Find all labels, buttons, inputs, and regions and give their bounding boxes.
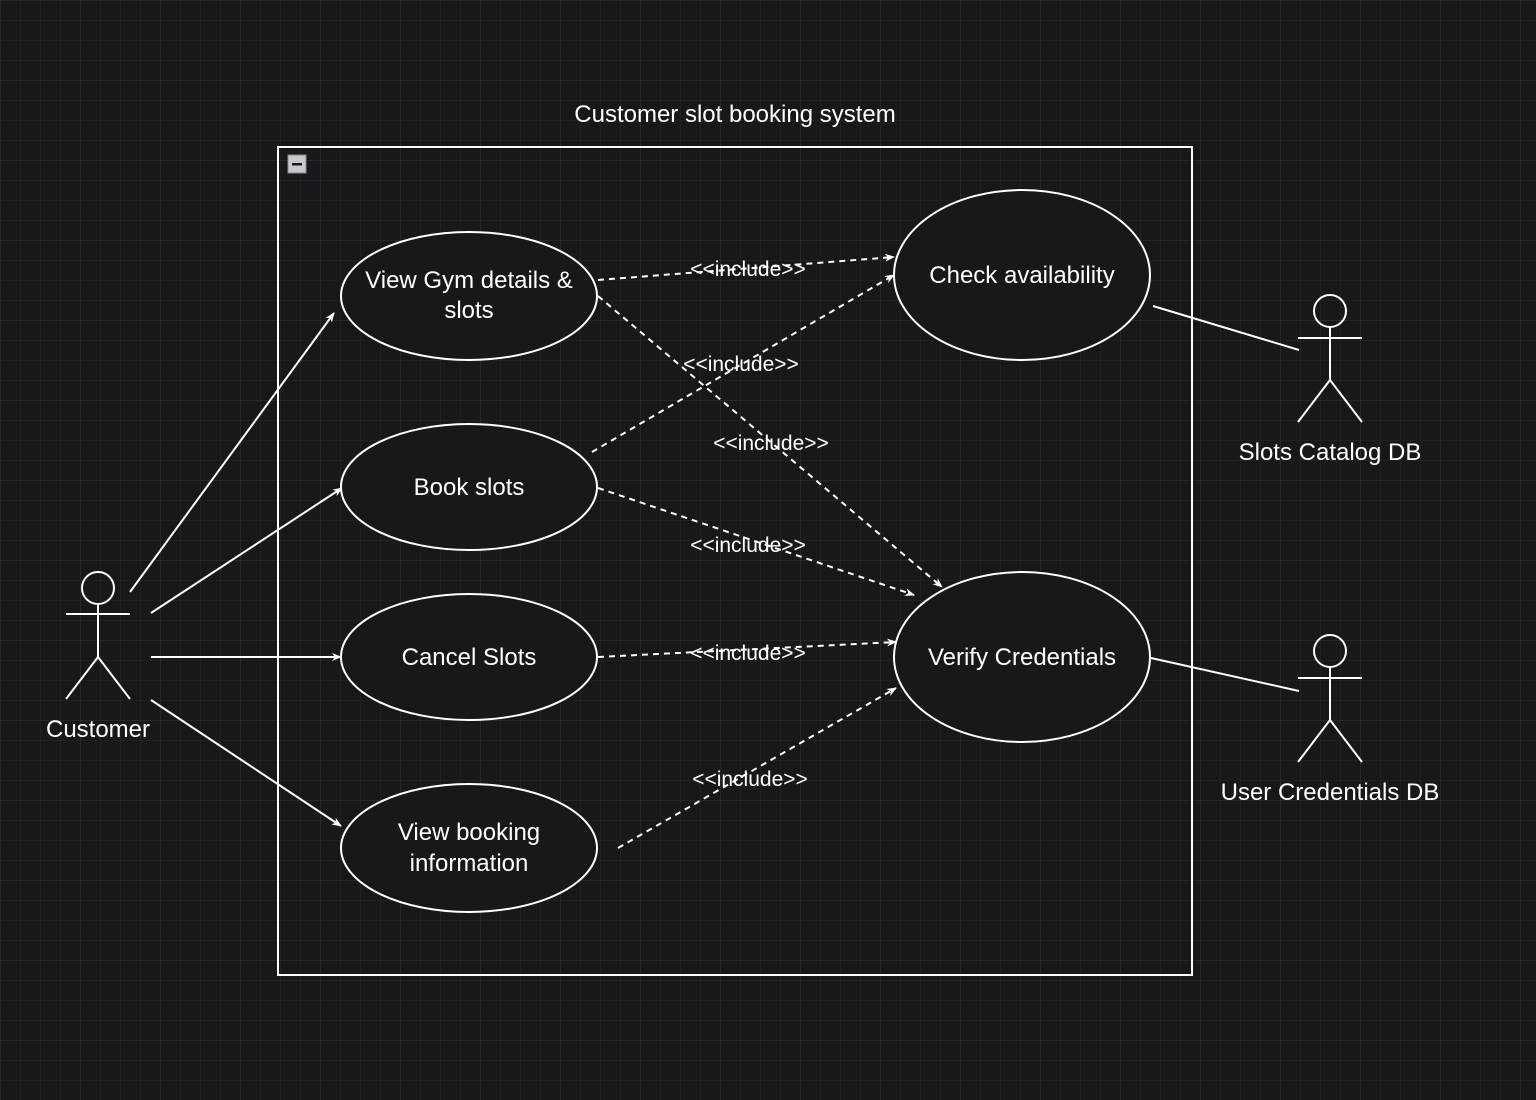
include-label: <<include>>	[690, 534, 806, 557]
include-label: <<include>>	[690, 258, 806, 281]
use-case-label: View booking	[398, 819, 540, 846]
use-case-label: Cancel Slots	[402, 644, 537, 671]
use-case-cancel-slots[interactable]: Cancel Slots	[340, 593, 598, 721]
use-case-view-gym-details[interactable]: View Gym details & slots	[340, 231, 598, 361]
use-case-label: Verify Credentials	[928, 644, 1116, 671]
association-verify-credentials-credentials-db[interactable]	[1150, 657, 1300, 692]
include-label: <<include>>	[692, 768, 808, 791]
actor-label: User Credentials DB	[1221, 779, 1440, 806]
use-case-check-availability[interactable]: Check availability	[893, 189, 1151, 361]
use-case-label: Book slots	[414, 474, 525, 501]
actor-label: Customer	[46, 716, 150, 743]
actor-label: Slots Catalog DB	[1239, 439, 1422, 466]
system-title: Customer slot booking system	[574, 101, 895, 128]
include-book-slots-check-availability[interactable]	[591, 274, 895, 453]
actor-slots-catalog-db[interactable]: Slots Catalog DB	[1239, 294, 1422, 466]
use-case-label: information	[410, 850, 529, 877]
system-boundary[interactable]	[277, 146, 1193, 976]
include-view-gym-verify-credentials[interactable]	[597, 295, 943, 588]
association-customer-view-booking[interactable]	[150, 699, 342, 827]
include-view-booking-verify-credentials[interactable]	[617, 687, 897, 849]
use-case-view-booking-information[interactable]: View booking information	[340, 783, 598, 913]
use-case-book-slots[interactable]: Book slots	[340, 423, 598, 551]
use-case-label: Check availability	[929, 262, 1114, 289]
association-check-availability-slots-db[interactable]	[1152, 305, 1300, 351]
association-customer-view-gym[interactable]	[129, 312, 335, 593]
include-label: <<include>>	[690, 642, 806, 665]
use-case-verify-credentials[interactable]: Verify Credentials	[893, 571, 1151, 743]
use-case-label: slots	[444, 297, 493, 324]
use-case-label: View Gym details &	[365, 267, 573, 294]
actor-customer[interactable]: Customer	[46, 571, 150, 743]
include-book-slots-verify-credentials[interactable]	[597, 487, 915, 596]
include-label: <<include>>	[713, 432, 829, 455]
association-customer-book-slots[interactable]	[150, 487, 343, 614]
include-cancel-slots-verify-credentials[interactable]	[597, 638, 897, 658]
minus-square-icon[interactable]	[287, 154, 307, 174]
include-label: <<include>>	[683, 353, 799, 376]
include-view-gym-check-availability[interactable]	[597, 253, 895, 281]
actor-user-credentials-db[interactable]: User Credentials DB	[1221, 634, 1440, 806]
